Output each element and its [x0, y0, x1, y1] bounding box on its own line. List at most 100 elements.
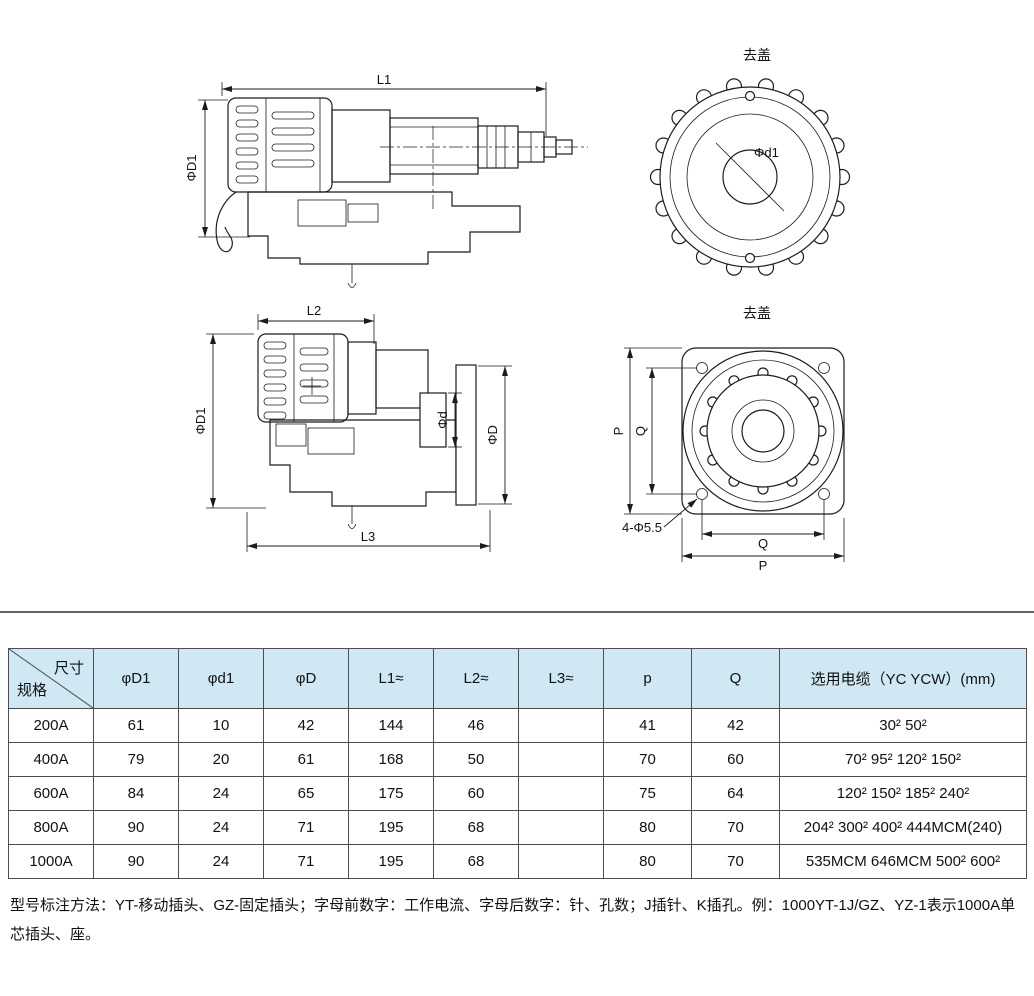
dim-label-phiD1: ΦD1	[184, 155, 199, 182]
cell-L1: 195	[348, 844, 434, 879]
column-header-phiD1: φD1	[93, 648, 179, 709]
cell-L2: 46	[433, 708, 519, 743]
cell-spec: 600A	[8, 776, 94, 811]
cell-phiD1: 84	[93, 776, 179, 811]
cell-Q: 60	[691, 742, 780, 777]
table-row: 1000A 90 24 71 195 68 80 70 535MCM 646MC…	[8, 844, 1027, 879]
cell-phiD: 61	[263, 742, 349, 777]
table-row: 600A 84 24 65 175 60 75 64 120² 150² 185…	[8, 776, 1027, 811]
corner-label-spec: 规格	[17, 682, 48, 699]
plug-side-view: L1 ΦD1	[184, 72, 588, 288]
column-header-phiD: φD	[263, 648, 349, 709]
cell-cable: 70² 95² 120² 150²	[779, 742, 1027, 777]
table-row: 400A 79 20 61 168 50 70 60 70² 95² 120² …	[8, 742, 1027, 777]
plug-front-view: 去盖	[649, 47, 851, 276]
socket-flange-view: 去盖	[611, 305, 845, 573]
column-header-p: p	[603, 648, 692, 709]
dim-label-phid1: Φd1	[754, 145, 779, 160]
corner-label-size: 尺寸	[53, 660, 84, 677]
cell-phid1: 24	[178, 810, 264, 845]
cell-L3	[518, 844, 604, 879]
cell-L3	[518, 742, 604, 777]
dim-label-phiD1-socket: ΦD1	[193, 408, 208, 435]
dim-label-p-left: P	[611, 427, 626, 436]
cell-spec: 800A	[8, 810, 94, 845]
column-header-L1: L1≈	[348, 648, 434, 709]
screw-hole-top	[744, 90, 756, 102]
table-row: 800A 90 24 71 195 68 80 70 204² 300² 400…	[8, 810, 1027, 845]
diagonal-divider	[9, 649, 93, 708]
cell-phid1: 20	[178, 742, 264, 777]
dim-label-phiD: ΦD	[485, 425, 500, 445]
dim-label-q-left: Q	[633, 426, 648, 436]
cell-L3	[518, 776, 604, 811]
cell-p: 80	[603, 810, 692, 845]
column-header-phid1: φd1	[178, 648, 264, 709]
dim-label-l1: L1	[377, 72, 391, 87]
cell-L1: 144	[348, 708, 434, 743]
cell-Q: 42	[691, 708, 780, 743]
cell-L1: 175	[348, 776, 434, 811]
pin-bore	[722, 149, 778, 205]
cell-L1: 195	[348, 810, 434, 845]
view-title-remove-cover: 去盖	[743, 47, 771, 63]
cell-L2: 50	[433, 742, 519, 777]
dim-label-q-bottom: Q	[758, 536, 768, 551]
socket-side-view: L2 ΦD1	[193, 303, 512, 552]
cell-cable: 535MCM 646MCM 500² 600²	[779, 844, 1027, 879]
cell-p: 41	[603, 708, 692, 743]
cell-L3	[518, 810, 604, 845]
cell-spec: 1000A	[8, 844, 94, 879]
header-row: 尺寸 规格 φD1 φd1 φD L1≈ L2≈ L3≈ p Q 选用电缆（YC…	[8, 648, 1027, 709]
cell-phiD: 42	[263, 708, 349, 743]
cell-Q: 64	[691, 776, 780, 811]
cell-Q: 70	[691, 810, 780, 845]
dim-label-l2: L2	[307, 303, 321, 318]
view-title-remove-cover: 去盖	[743, 305, 771, 321]
cell-spec: 400A	[8, 742, 94, 777]
cell-phid1: 24	[178, 776, 264, 811]
model-designation-note: 型号标注方法：YT-移动插头、GZ-固定插头；字母前数字：工作电流、字母后数字：…	[10, 897, 1016, 943]
cell-L2: 68	[433, 844, 519, 879]
cell-phiD: 71	[263, 810, 349, 845]
flange-plate	[681, 347, 845, 515]
column-header-L2: L2≈	[433, 648, 519, 709]
dim-label-p-bottom: P	[759, 558, 768, 573]
cell-cable: 204² 300² 400² 444MCM(240)	[779, 810, 1027, 845]
cell-phiD1: 90	[93, 810, 179, 845]
cell-phiD1: 79	[93, 742, 179, 777]
mounting-hole	[696, 488, 708, 500]
holes-callout: 4-Φ5.5	[622, 520, 662, 535]
cell-p: 70	[603, 742, 692, 777]
cell-L2: 68	[433, 810, 519, 845]
cell-p: 75	[603, 776, 692, 811]
column-header-cable: 选用电缆（YC YCW）(mm)	[779, 648, 1027, 709]
mounting-hole	[696, 362, 708, 374]
dim-label-phid: Φd	[435, 411, 450, 429]
cell-cable: 30² 50²	[779, 708, 1027, 743]
dim-label-l3: L3	[361, 529, 375, 544]
technical-drawings: L1 ΦD1	[0, 47, 1034, 613]
cell-p: 80	[603, 844, 692, 879]
cell-Q: 70	[691, 844, 780, 879]
cell-phid1: 10	[178, 708, 264, 743]
cell-L1: 168	[348, 742, 434, 777]
table-row: 200A 61 10 42 144 46 41 42 30² 50²	[8, 708, 1027, 743]
cell-L3	[518, 708, 604, 743]
mounting-hole	[818, 488, 830, 500]
screw-hole-bottom	[744, 252, 756, 264]
cell-phiD: 71	[263, 844, 349, 879]
spec-table: 尺寸 规格 φD1 φd1 φD L1≈ L2≈ L3≈ p Q 选用电缆（YC…	[8, 648, 1027, 879]
column-header-Q: Q	[691, 648, 780, 709]
corner-header: 尺寸 规格	[8, 648, 94, 709]
column-header-L3: L3≈	[518, 648, 604, 709]
cell-phiD1: 61	[93, 708, 179, 743]
cell-phid1: 24	[178, 844, 264, 879]
mounting-hole	[818, 362, 830, 374]
cell-spec: 200A	[8, 708, 94, 743]
boot-ribs	[263, 341, 329, 420]
cell-cable: 120² 150² 185² 240²	[779, 776, 1027, 811]
boot-ribs	[235, 105, 315, 184]
cell-phiD1: 90	[93, 844, 179, 879]
